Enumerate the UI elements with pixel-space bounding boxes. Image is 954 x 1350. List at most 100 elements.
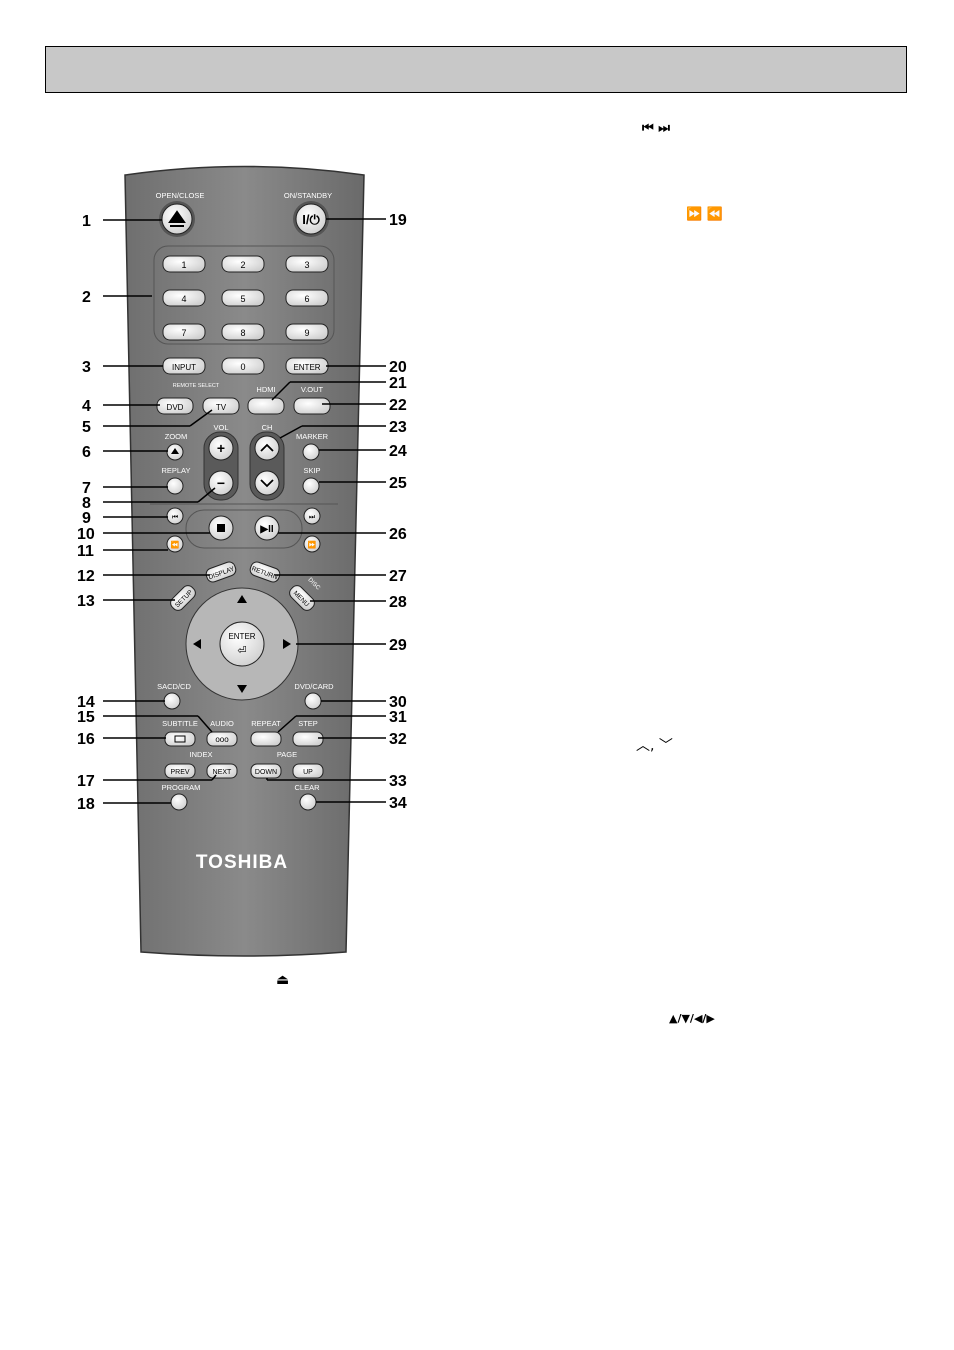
skip-label: SKIP — [303, 466, 320, 475]
svg-text:4: 4 — [181, 294, 186, 304]
eject-icon — [168, 210, 186, 227]
minus-icon: − — [217, 475, 225, 491]
subtitle-button[interactable] — [164, 731, 196, 747]
svg-text:7: 7 — [181, 328, 186, 338]
remote-select-label: REMOTE SELECT — [173, 383, 220, 389]
subtitle-icon — [174, 735, 186, 743]
clear-label: CLEAR — [294, 783, 320, 792]
digit-0-button[interactable]: 0 — [221, 357, 265, 375]
callout-9: 9 — [82, 510, 91, 527]
callout-4: 4 — [82, 398, 91, 415]
digit-1-button[interactable]: 1 — [162, 255, 206, 273]
digit-3-button[interactable]: 3 — [285, 255, 329, 273]
callout-34: 34 — [389, 795, 407, 812]
skip-forward-button[interactable] — [303, 507, 321, 525]
search-symbols: ⏩ ⏪ — [686, 207, 723, 222]
input-button[interactable]: INPUT — [162, 357, 206, 375]
rewind-button[interactable] — [166, 535, 184, 553]
repeat-label: REPEAT — [251, 719, 281, 728]
digit-7-button[interactable]: 7 — [162, 323, 206, 341]
open-close-label: OPEN/CLOSE — [156, 191, 205, 200]
hdmi-button[interactable] — [247, 397, 285, 415]
digit-2-button[interactable]: 2 — [221, 255, 265, 273]
marker-button[interactable] — [302, 443, 320, 461]
callout-lines-left — [103, 219, 217, 804]
svg-text:6: 6 — [304, 294, 309, 304]
digit-9-button[interactable]: 9 — [285, 323, 329, 341]
vol-up-button[interactable] — [208, 435, 234, 461]
svg-text:UP: UP — [303, 769, 313, 776]
skip-button[interactable] — [302, 477, 320, 495]
svg-text:DVD: DVD — [167, 403, 184, 412]
header-bar — [45, 46, 907, 93]
ch-up-button[interactable] — [254, 435, 280, 461]
ch-label: CH — [262, 423, 273, 432]
svg-text:INPUT: INPUT — [172, 363, 196, 372]
skip-forward-icon: ⏭ — [309, 514, 316, 521]
next-button[interactable]: NEXT — [206, 763, 238, 779]
audio-button[interactable] — [206, 731, 238, 747]
clear-button[interactable] — [299, 793, 317, 811]
replay-label: REPLAY — [161, 466, 190, 475]
callout-21: 21 — [389, 375, 407, 392]
zoom-icon — [171, 448, 179, 454]
callout-22: 22 — [389, 397, 407, 414]
skip-back-button[interactable] — [166, 507, 184, 525]
svg-text:TV: TV — [216, 403, 227, 412]
callout-32: 32 — [389, 731, 407, 748]
callout-15: 15 — [77, 709, 95, 726]
digit-6-button[interactable]: 6 — [285, 289, 329, 307]
fast-forward-button[interactable] — [303, 535, 321, 553]
repeat-button[interactable] — [250, 731, 282, 747]
dvd-card-button[interactable] — [304, 692, 322, 710]
vol-label: VOL — [213, 423, 228, 432]
callout-6: 6 — [82, 444, 91, 461]
audio-label: AUDIO — [210, 719, 234, 728]
ch-down-button[interactable] — [254, 470, 280, 496]
callout-24: 24 — [389, 443, 407, 460]
step-label: STEP — [298, 719, 318, 728]
plus-icon: + — [217, 440, 225, 456]
arrow-up-icon — [237, 595, 247, 603]
callout-33: 33 — [389, 773, 407, 790]
play-pause-button[interactable] — [254, 515, 280, 541]
arrow-right-icon — [283, 639, 291, 649]
callout-5: 5 — [82, 419, 91, 436]
digit-5-button[interactable]: 5 — [221, 289, 265, 307]
enter-button[interactable]: ENTER — [285, 357, 329, 375]
svg-text:PREV: PREV — [170, 769, 189, 776]
svg-text:1: 1 — [181, 260, 186, 270]
dvd-button[interactable]: DVD — [156, 397, 194, 415]
page-up-button[interactable]: UP — [292, 763, 324, 779]
digit-4-button[interactable]: 4 — [162, 289, 206, 307]
svg-text:8: 8 — [240, 328, 245, 338]
sacd-cd-button[interactable] — [163, 692, 181, 710]
callout-lines-right — [266, 218, 386, 803]
callout-25: 25 — [389, 475, 407, 492]
program-button[interactable] — [170, 793, 188, 811]
svg-text:NEXT: NEXT — [213, 769, 232, 776]
vol-down-button[interactable] — [208, 470, 234, 496]
setup-button[interactable]: SETUP — [168, 583, 198, 613]
vout-button[interactable] — [293, 397, 331, 415]
callout-14: 14 — [77, 694, 95, 711]
arrow-down-icon — [237, 685, 247, 693]
digit-8-button[interactable]: 8 — [221, 323, 265, 341]
arrow-symbols: ▲/▼/◀/▶ — [669, 1012, 715, 1025]
page-down-button[interactable]: DOWN — [250, 763, 282, 779]
prev-button[interactable]: PREV — [164, 763, 196, 779]
arrow-left-icon — [193, 639, 201, 649]
callout-2: 2 — [82, 289, 91, 306]
callout-29: 29 — [389, 637, 407, 654]
nav-enter-label: ENTER — [228, 632, 255, 641]
callout-10: 10 — [77, 526, 95, 543]
nav-enter-button[interactable] — [219, 621, 265, 667]
zoom-label: ZOOM — [165, 432, 188, 441]
step-button[interactable] — [292, 731, 324, 747]
tv-button[interactable]: TV — [202, 397, 240, 415]
brand-logo: TOSHIBA — [196, 852, 288, 873]
svg-text:ENTER: ENTER — [293, 363, 320, 372]
callout-13: 13 — [77, 593, 95, 610]
replay-button[interactable] — [166, 477, 184, 495]
